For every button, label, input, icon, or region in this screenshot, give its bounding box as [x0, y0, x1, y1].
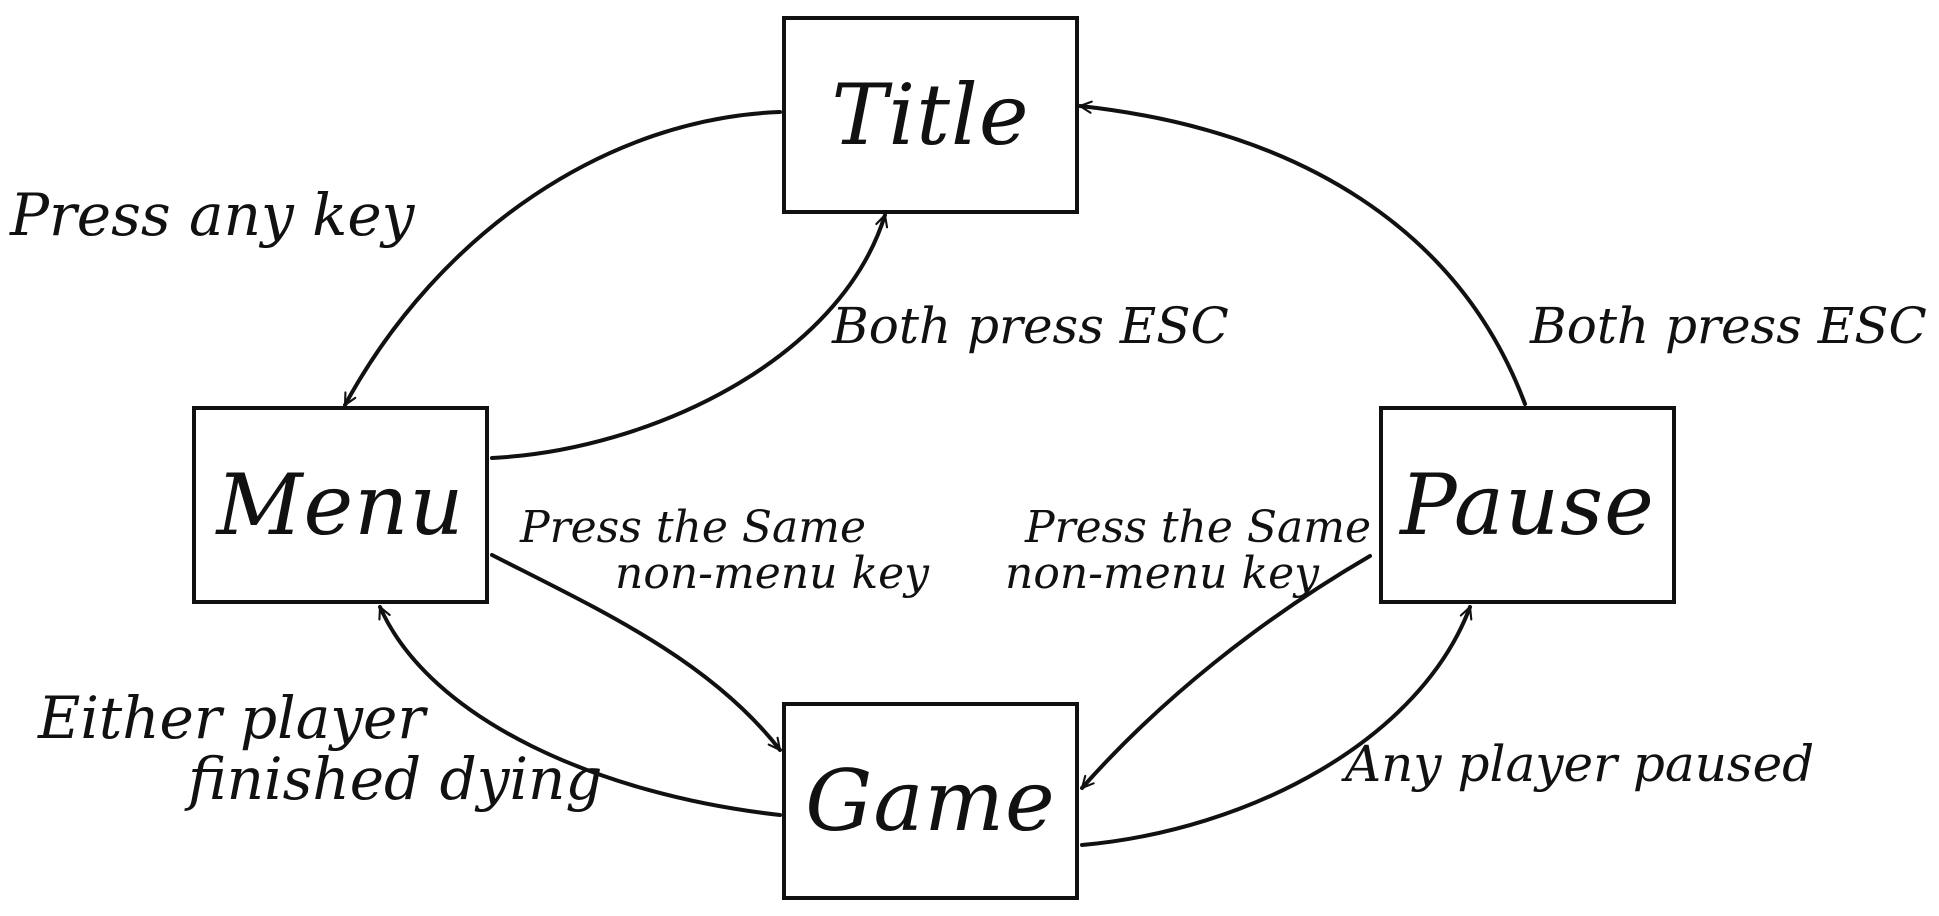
- state-node-pause: Pause: [1379, 406, 1676, 604]
- edge-game-to-menu: [378, 605, 782, 817]
- edge-menu-to-title: [490, 213, 889, 460]
- edge-label-pause-to-title: Both press ESC: [1530, 297, 1927, 355]
- edge-label-title-to-menu: Press any key: [10, 181, 415, 249]
- edge-label-menu-to-game: Press the Same non-menu key: [520, 502, 930, 600]
- state-node-menu-label: Menu: [216, 456, 465, 554]
- state-node-game-label: Game: [805, 752, 1056, 850]
- edge-pause-to-title: [1078, 100, 1527, 406]
- state-node-title: Title: [782, 16, 1079, 214]
- edge-label-game-to-menu-line1: Either player: [38, 684, 426, 752]
- edge-label-pause-to-game-line1: Press the Same: [1025, 502, 1372, 553]
- edge-label-pause-to-game: Press the Same non-menu key: [1005, 502, 1372, 600]
- state-node-title-label: Title: [831, 66, 1030, 164]
- edge-label-menu-to-game-line1: Press the Same: [520, 502, 867, 553]
- edge-label-pause-to-game-line2: non-menu key: [1005, 548, 1320, 600]
- edge-menu-to-game: [490, 553, 782, 752]
- edge-label-game-to-menu-line2: finished dying: [188, 744, 603, 813]
- state-node-menu: Menu: [192, 406, 489, 604]
- state-node-pause-label: Pause: [1400, 456, 1655, 554]
- edge-label-menu-to-title: Both press ESC: [832, 297, 1229, 355]
- edge-label-menu-to-game-line2: non-menu key: [615, 548, 930, 600]
- edge-title-to-menu: [343, 110, 782, 407]
- edge-game-to-pause: [1080, 605, 1473, 847]
- edge-pause-to-game: [1080, 554, 1372, 790]
- state-node-game: Game: [782, 702, 1079, 900]
- edge-label-game-to-pause: Any player paused: [1345, 735, 1815, 793]
- edge-label-game-to-menu: Either player finished dying: [38, 688, 603, 810]
